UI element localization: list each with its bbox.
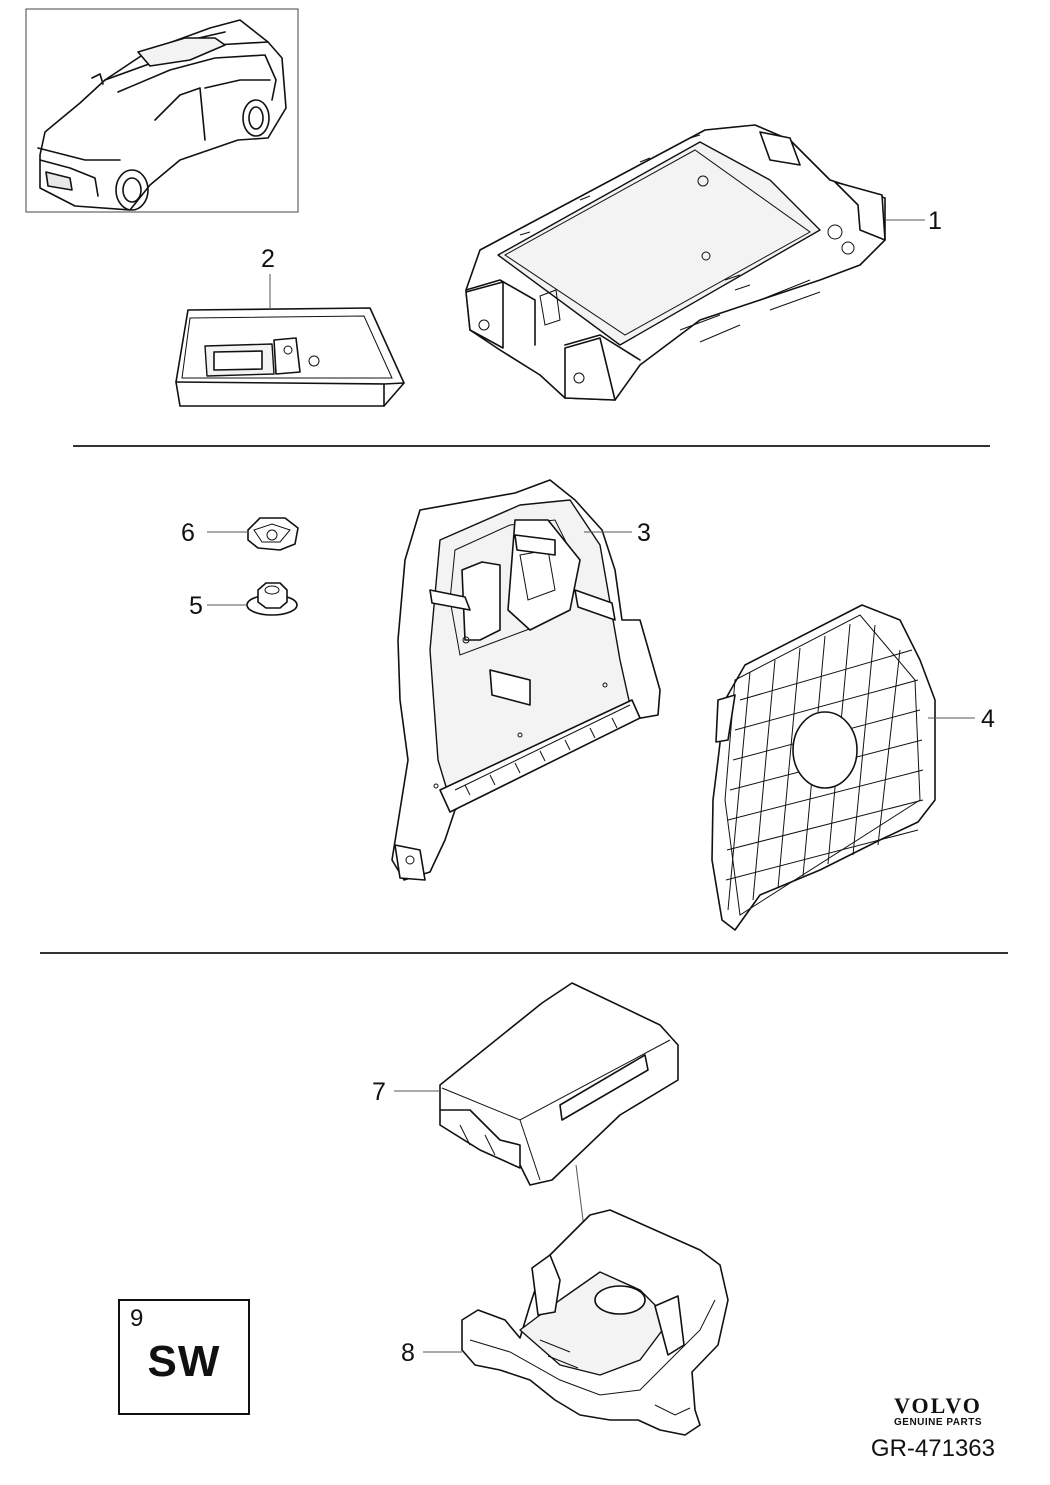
- drawing-id: GR-471363: [870, 1435, 995, 1462]
- callout-6: 6: [181, 519, 195, 547]
- part-5-flange-nut: [246, 582, 298, 616]
- brand-subtitle: GENUINE PARTS: [894, 1417, 982, 1428]
- callout-2: 2: [261, 245, 275, 273]
- part-3-bracket: [391, 479, 661, 881]
- callout-3: 3: [637, 519, 651, 547]
- callout-4: 4: [981, 705, 995, 733]
- brand-logo: VOLVO GENUINE PARTS: [868, 1393, 1008, 1428]
- brand-name: VOLVO: [894, 1393, 982, 1418]
- part-4-grid-panel: [711, 604, 936, 931]
- software-box: 9 SW: [118, 1299, 250, 1415]
- part-8-holder: [461, 1209, 729, 1436]
- callout-5: 5: [189, 592, 203, 620]
- software-code: SW: [147, 1337, 221, 1386]
- callout-7: 7: [372, 1078, 386, 1106]
- part-7-cover: [439, 982, 679, 1186]
- callout-1: 1: [928, 207, 942, 235]
- callout-8: 8: [401, 1339, 415, 1367]
- part-1-control-module: [465, 124, 886, 401]
- vehicle-thumbnail: [25, 8, 299, 213]
- part-2-box: [175, 307, 405, 407]
- software-number: 9: [130, 1305, 144, 1332]
- part-6-clip: [247, 517, 299, 551]
